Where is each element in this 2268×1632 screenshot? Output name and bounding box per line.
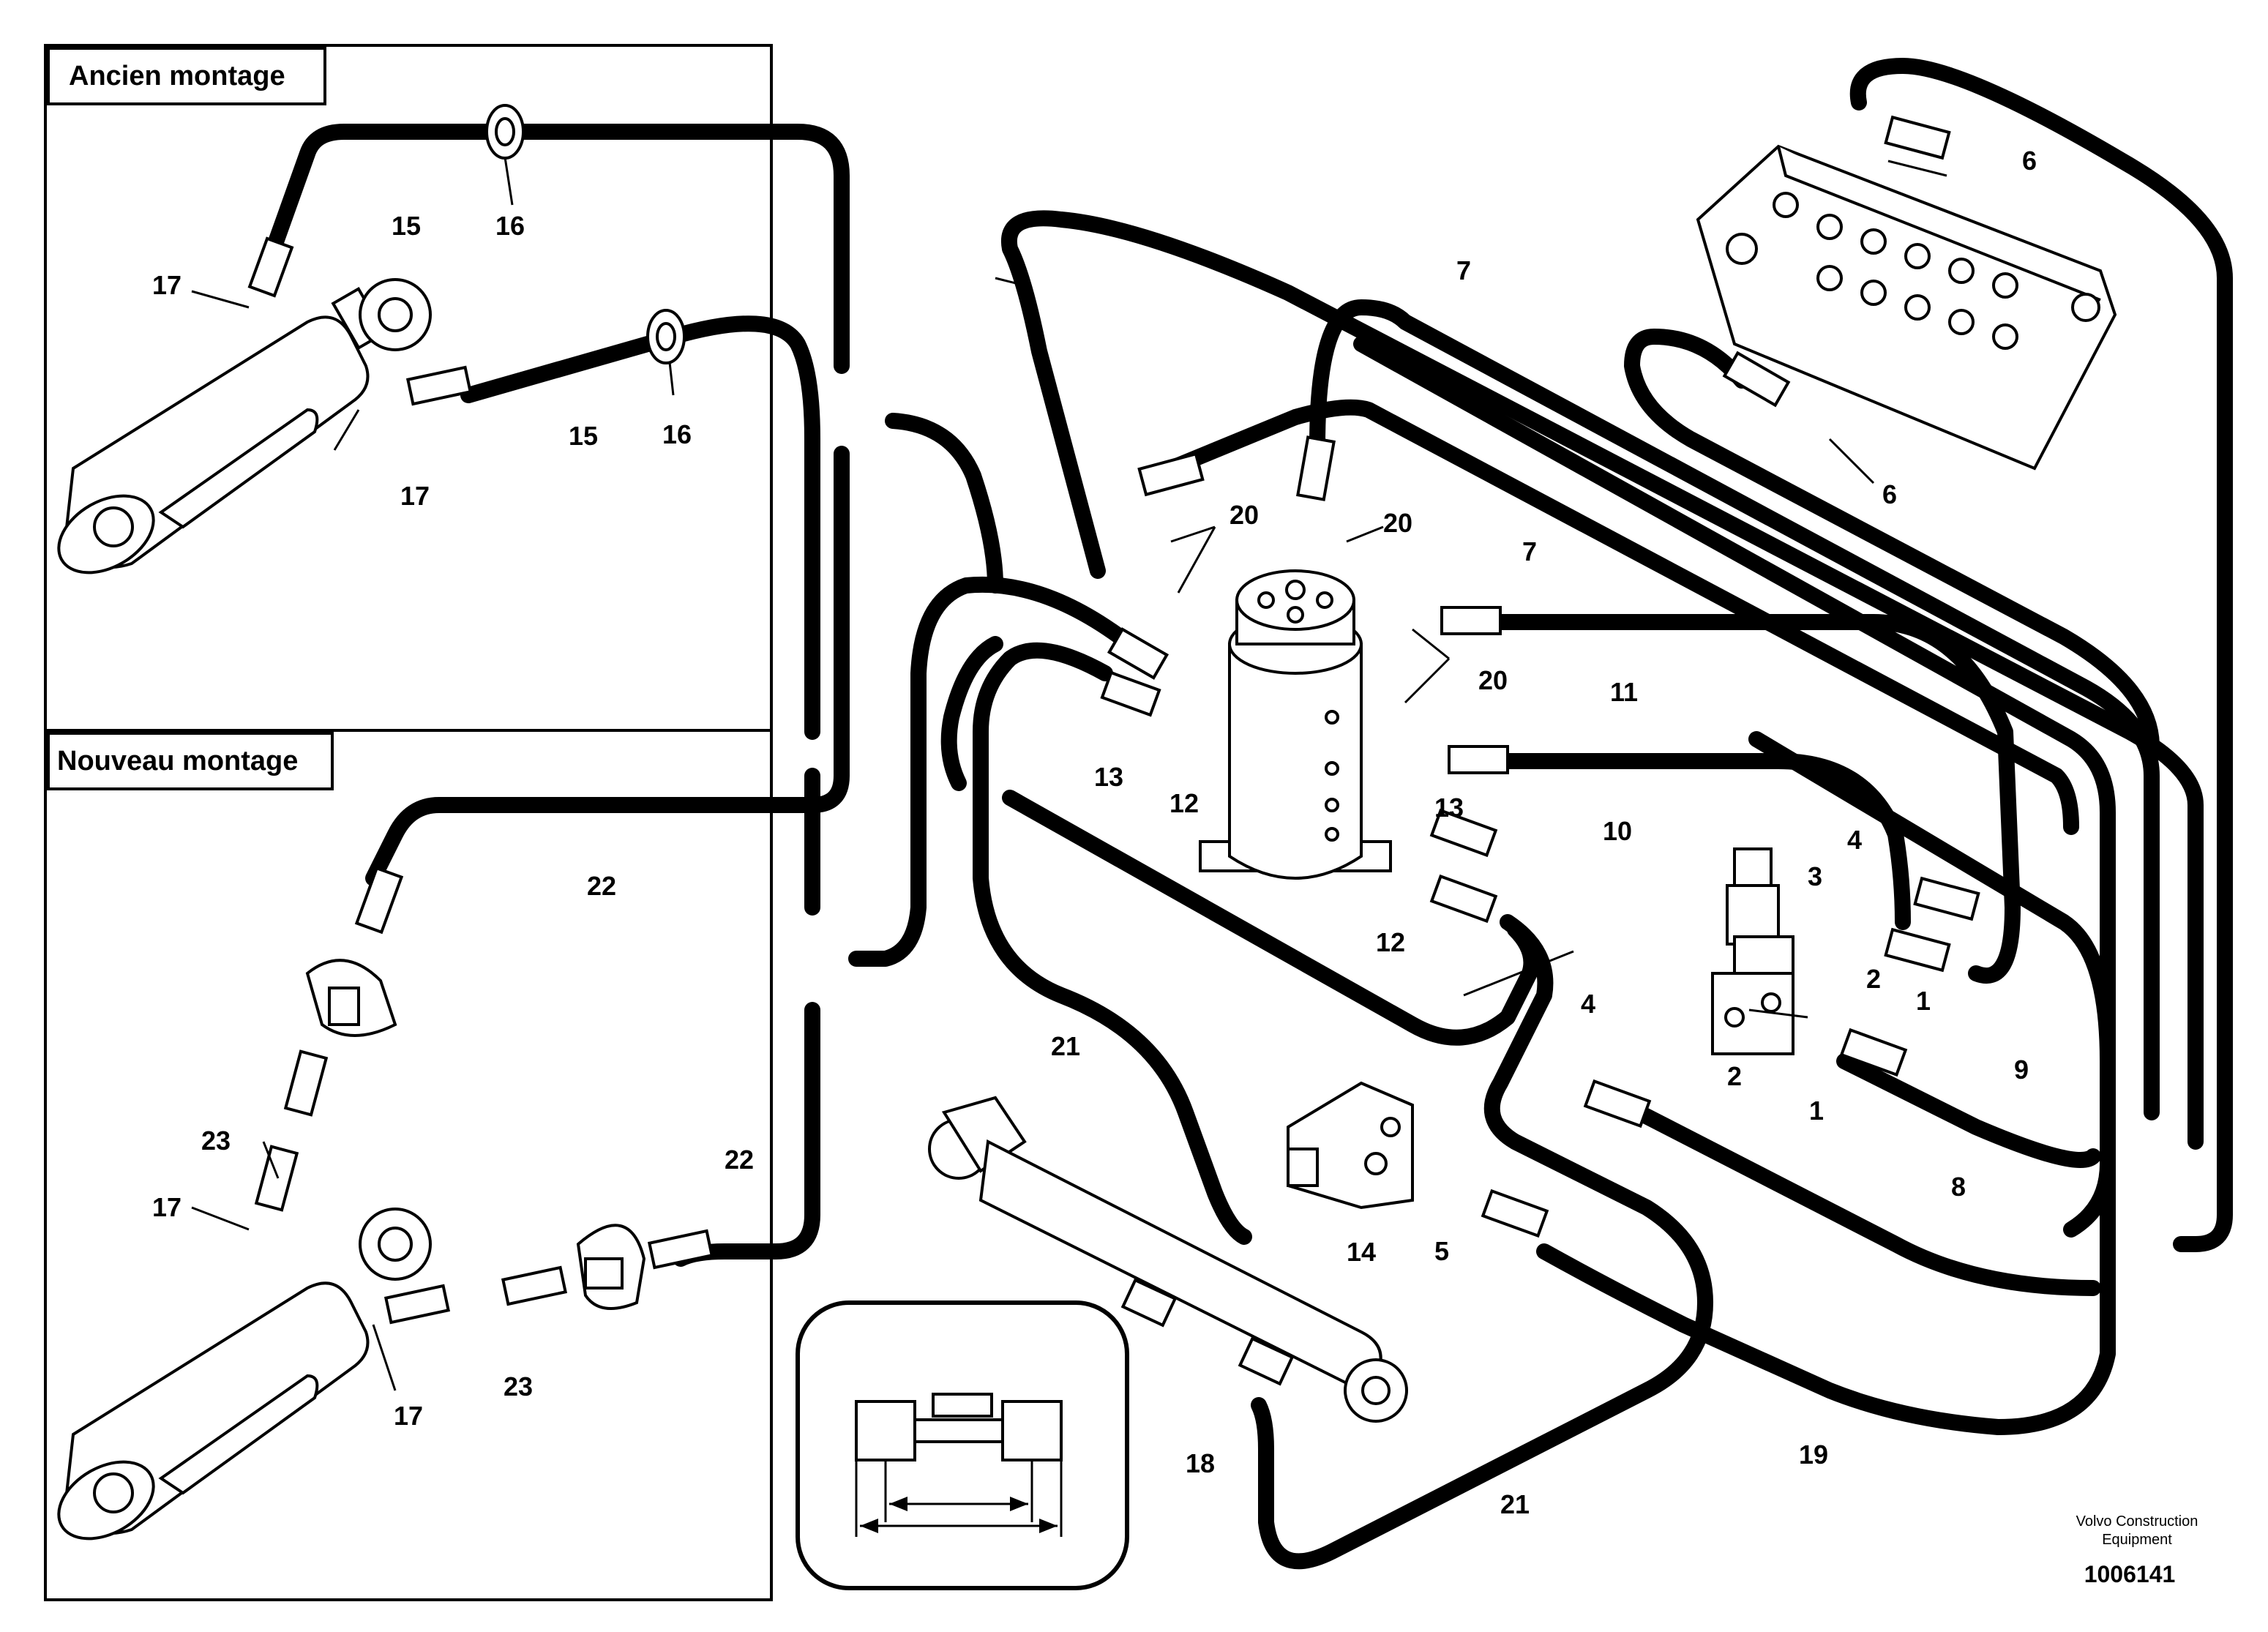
check-valve-block [1287,1081,1414,1210]
solenoid-valve [1711,847,1794,1055]
callout-12-left: 12 [1169,788,1199,818]
callout-20-right: 20 [1478,665,1508,695]
callout-4-lower: 4 [1581,989,1595,1019]
callout-17-upper: 17 [152,270,181,300]
callout-17-lower: 17 [400,481,430,511]
callout-13-left: 13 [1094,762,1123,792]
callout-4-upper: 4 [1847,825,1862,855]
bulkhead-plate-upper [305,959,397,1037]
old-hydraulic-cylinder [57,278,432,574]
callout-23-upper: 23 [201,1126,231,1156]
callout-23-lower: 23 [504,1371,533,1401]
grommet-lower [646,309,686,364]
hose-length-detail [796,1300,1129,1590]
callout-2-lower: 2 [1727,1061,1742,1091]
callout-13-right: 13 [1434,793,1464,823]
swivel-joint [1199,569,1392,880]
callout-21-lower: 21 [1500,1489,1530,1519]
callout-22-upper: 22 [587,871,616,901]
callout-labels: 15 16 17 15 16 17 22 23 17 22 23 17 20 2… [152,146,2037,1519]
callout-5: 5 [1434,1236,1449,1266]
callout-19: 19 [1799,1440,1828,1470]
callout-6-upper: 6 [2022,146,2037,176]
callout-22-lower: 22 [725,1145,754,1175]
hoses [266,58,2233,1570]
callout-10: 10 [1603,816,1632,846]
callout-14: 14 [1347,1237,1376,1267]
callout-1-upper: 1 [1916,986,1931,1016]
grommet-upper [485,104,525,160]
hose-fittings [247,115,1980,1325]
drawing-number: 1006141 [2084,1561,2176,1587]
callout-8: 8 [1951,1172,1966,1202]
old-mounting-title: Ancien montage [69,61,285,91]
callout-16-upper: 16 [495,211,525,241]
callout-2-upper: 2 [1866,964,1881,994]
new-mounting-panel: Nouveau montage [44,729,773,1601]
callout-15-lower: 15 [569,421,598,451]
callout-12-right: 12 [1376,927,1405,957]
leader-lines [191,157,1947,1391]
boom-cylinder [928,1096,1408,1423]
footer: Volvo Construction Equipment 1006141 [2076,1513,2198,1587]
callout-21-upper: 21 [1051,1031,1080,1061]
callout-17-new-lower: 17 [394,1401,423,1431]
callout-1-lower: 1 [1809,1096,1824,1126]
callout-20-left: 20 [1230,500,1259,530]
callout-17-new-upper: 17 [152,1192,181,1222]
callout-9: 9 [2014,1055,2029,1085]
new-mounting-title: Nouveau montage [57,746,298,776]
callout-6-lower: 6 [1882,479,1897,509]
new-hydraulic-cylinder [57,1208,432,1541]
callout-15-upper: 15 [392,211,421,241]
brand-line-1: Volvo Construction [2076,1513,2198,1530]
brand-line-2: Equipment [2102,1532,2172,1548]
callout-18: 18 [1186,1448,1215,1478]
callout-3: 3 [1808,861,1822,891]
callout-11: 11 [1610,677,1638,707]
bulkhead-plate-lower [576,1224,646,1310]
callout-7-lower: 7 [1522,536,1537,566]
callout-20-center: 20 [1383,508,1412,538]
callout-16-lower: 16 [662,419,692,449]
callout-7-upper: 7 [1456,255,1471,285]
main-control-valve [1696,144,2117,471]
